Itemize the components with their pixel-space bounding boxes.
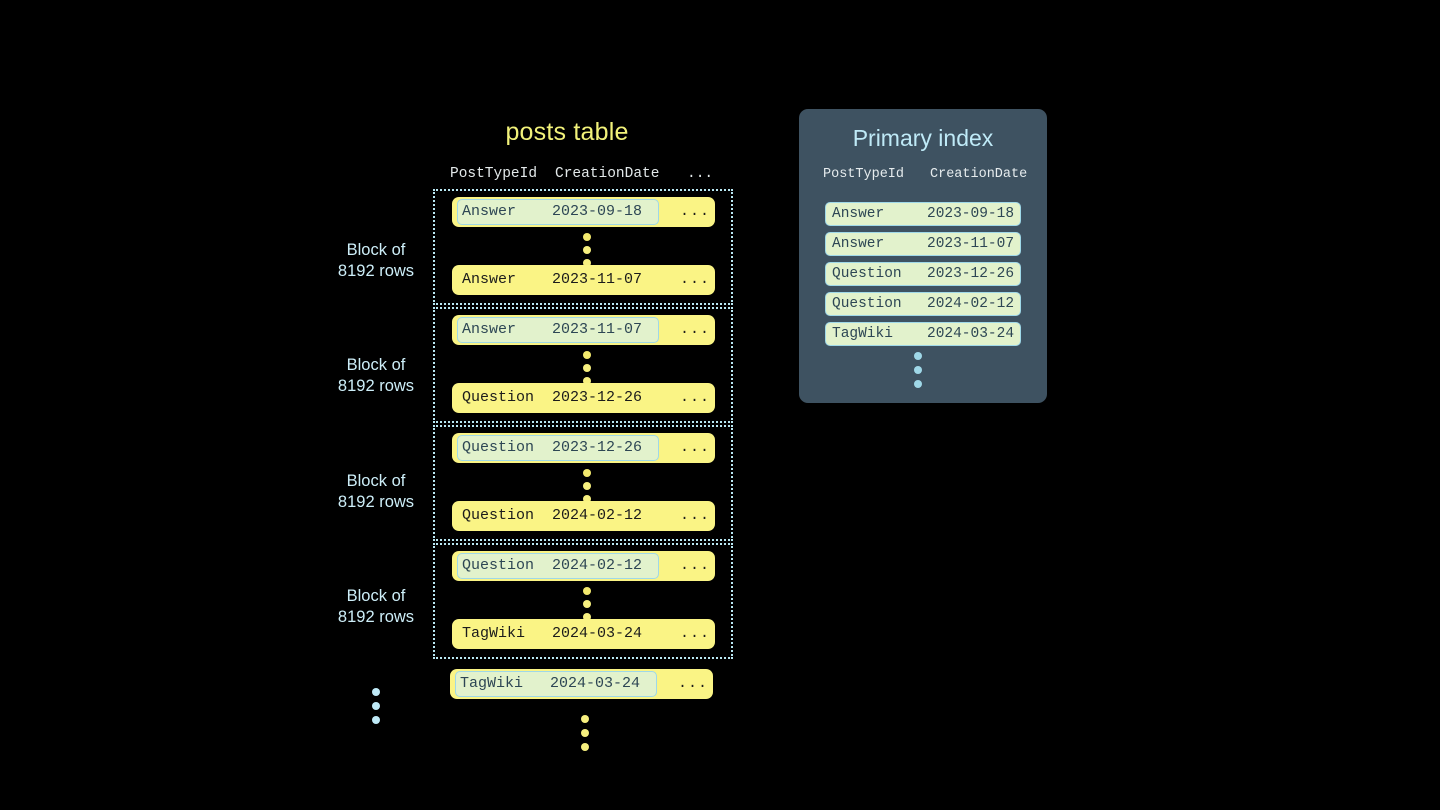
cell-creationdate: 2024-03-24 — [927, 326, 1015, 342]
primary-index-column-headers: PostTypeId CreationDate — [823, 167, 1028, 187]
cell-posttypeid: Question — [462, 439, 535, 456]
cell-creationdate: 2024-03-24 — [552, 625, 643, 642]
index-entry-row: Question 2024-02-12 — [825, 292, 1021, 316]
cell-ellipsis: ... — [680, 271, 711, 288]
cell-creationdate: 2023-09-18 — [552, 203, 643, 220]
column-header-ellipsis: ... — [687, 166, 714, 182]
cell-ellipsis: ... — [678, 675, 709, 692]
table-row: TagWiki 2024-03-24 ... — [452, 619, 715, 649]
cell-creationdate: 2023-11-07 — [552, 321, 643, 338]
cell-posttypeid: Question — [462, 507, 535, 524]
block-label: Block of 8192 rows — [306, 240, 446, 282]
primary-index-entries: Answer 2023-09-18 Answer 2023-11-07 Ques… — [825, 202, 1021, 352]
table-block: Answer 2023-09-18 ... Answer 2023-11-07 … — [433, 189, 733, 305]
cell-creationdate: 2023-09-18 — [927, 206, 1015, 222]
table-block: Answer 2023-11-07 ... Question 2023-12-2… — [433, 307, 733, 423]
table-row: Question 2023-12-26 ... — [452, 383, 715, 413]
vertical-ellipsis-icon — [583, 469, 593, 508]
cell-posttypeid: Question — [462, 389, 535, 406]
index-key-highlight — [457, 435, 659, 461]
column-header-posttypeid: PostTypeId — [450, 166, 538, 182]
cell-creationdate: 2024-02-12 — [552, 557, 643, 574]
block-label-line1: Block of — [346, 241, 406, 259]
block-label: Block of 8192 rows — [306, 355, 446, 397]
cell-ellipsis: ... — [680, 439, 711, 456]
cell-creationdate: 2024-02-12 — [552, 507, 643, 524]
cell-posttypeid: Question — [832, 296, 902, 312]
vertical-ellipsis-icon — [583, 351, 593, 390]
cell-posttypeid: Answer — [832, 236, 885, 252]
vertical-ellipsis-icon — [914, 352, 924, 394]
table-row: Answer 2023-09-18 ... — [452, 197, 715, 227]
vertical-ellipsis-icon — [583, 587, 593, 626]
cell-ellipsis: ... — [680, 557, 711, 574]
cell-ellipsis: ... — [680, 321, 711, 338]
cell-creationdate: 2023-11-07 — [927, 236, 1015, 252]
cell-posttypeid: Answer — [462, 203, 517, 220]
block-label: Block of 8192 rows — [306, 586, 446, 628]
index-entry-row: TagWiki 2024-03-24 — [825, 322, 1021, 346]
index-entry-row: Question 2023-12-26 — [825, 262, 1021, 286]
block-label-line1: Block of — [346, 587, 406, 605]
block-label-line2: 8192 rows — [337, 262, 415, 280]
cell-posttypeid: TagWiki — [462, 625, 526, 642]
index-entry-row: Answer 2023-11-07 — [825, 232, 1021, 256]
cell-creationdate: 2023-12-26 — [927, 266, 1015, 282]
block-label-line2: 8192 rows — [337, 493, 415, 511]
index-key-highlight — [457, 553, 659, 579]
cell-posttypeid: Answer — [462, 271, 517, 288]
cell-ellipsis: ... — [680, 203, 711, 220]
block-label-line1: Block of — [346, 356, 406, 374]
cell-posttypeid: Answer — [462, 321, 517, 338]
column-header-creationdate: CreationDate — [930, 167, 1028, 182]
table-block: Question 2024-02-12 ... TagWiki 2024-03-… — [433, 543, 733, 659]
table-row: Question 2024-02-12 ... — [452, 551, 715, 581]
cell-creationdate: 2023-12-26 — [552, 389, 643, 406]
cell-creationdate: 2023-12-26 — [552, 439, 643, 456]
column-header-posttypeid: PostTypeId — [823, 167, 905, 182]
cell-creationdate: 2024-02-12 — [927, 296, 1015, 312]
column-header-creationdate: CreationDate — [555, 166, 660, 182]
cell-creationdate: 2024-03-24 — [550, 675, 641, 692]
block-label-line1: Block of — [346, 472, 406, 490]
posts-table-title: posts table — [505, 118, 629, 146]
cell-ellipsis: ... — [680, 625, 711, 642]
cell-posttypeid: Question — [462, 557, 535, 574]
index-key-highlight — [457, 317, 659, 343]
vertical-ellipsis-icon — [583, 233, 593, 272]
trailing-row-wrapper: TagWiki 2024-03-24 ... — [433, 665, 733, 751]
table-row: Answer 2023-11-07 ... — [452, 315, 715, 345]
cell-ellipsis: ... — [680, 507, 711, 524]
block-label-line2: 8192 rows — [337, 377, 415, 395]
cell-posttypeid: Question — [832, 266, 902, 282]
primary-index-panel: Primary index PostTypeId CreationDate An… — [799, 109, 1047, 403]
table-row: Question 2023-12-26 ... — [452, 433, 715, 463]
cell-creationdate: 2023-11-07 — [552, 271, 643, 288]
index-entry-row: Answer 2023-09-18 — [825, 202, 1021, 226]
posts-table-column-headers: PostTypeId CreationDate ... — [450, 166, 713, 188]
cell-posttypeid: TagWiki — [832, 326, 893, 342]
vertical-ellipsis-icon — [581, 715, 591, 757]
cell-posttypeid: Answer — [832, 206, 885, 222]
table-row: TagWiki 2024-03-24 ... — [450, 669, 713, 699]
index-key-highlight — [457, 199, 659, 225]
index-key-highlight — [455, 671, 657, 697]
table-block: Question 2023-12-26 ... Question 2024-02… — [433, 425, 733, 541]
table-row: Question 2024-02-12 ... — [452, 501, 715, 531]
primary-index-title: Primary index — [852, 125, 994, 151]
posts-table-blocks: Answer 2023-09-18 ... Answer 2023-11-07 … — [433, 189, 733, 751]
table-row: Answer 2023-11-07 ... — [452, 265, 715, 295]
cell-posttypeid: TagWiki — [460, 675, 524, 692]
block-label-line2: 8192 rows — [337, 608, 415, 626]
cell-ellipsis: ... — [680, 389, 711, 406]
block-label: Block of 8192 rows — [306, 471, 446, 513]
vertical-ellipsis-icon — [372, 688, 382, 730]
